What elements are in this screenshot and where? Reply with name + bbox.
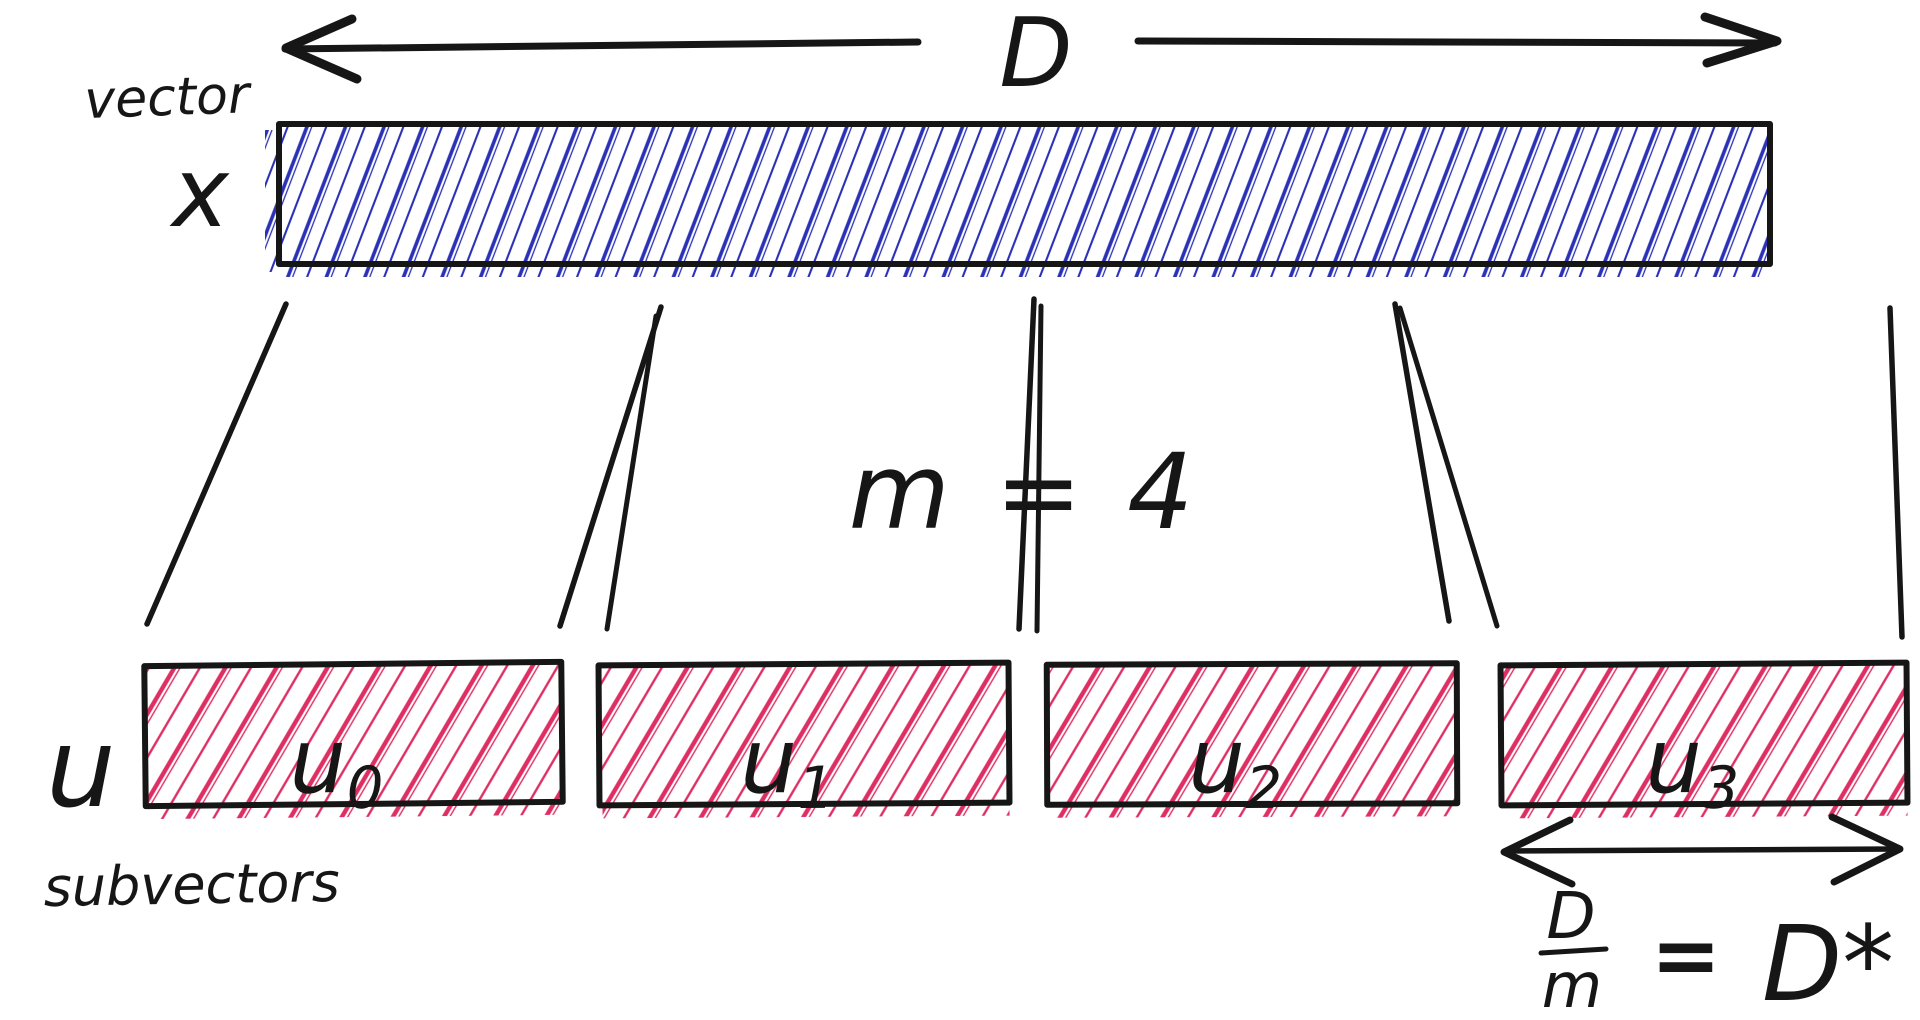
subvector-label-subscript: 0: [346, 754, 384, 822]
vector-caption: vector: [83, 65, 254, 131]
subvector-rect: [1500, 662, 1908, 806]
split-count-equation: m = 4: [849, 431, 1200, 553]
subvector-label: u3: [1645, 709, 1740, 823]
dimension-fraction: D m: [1538, 880, 1609, 1020]
arrowhead-right-icon: [1828, 813, 1904, 886]
split-line-4b: [1397, 305, 1500, 629]
arrowhead-left-icon: [281, 14, 362, 84]
subvector-rect: [1046, 663, 1458, 805]
subvector-rect-border: [141, 658, 566, 810]
fraction-numerator: D: [1546, 880, 1595, 954]
subvector-label-subscript: 2: [1245, 754, 1282, 822]
arrow-shaft: [1502, 846, 1901, 854]
split-line-2b: [604, 313, 659, 632]
subvectors-caption: subvectors: [43, 851, 340, 919]
subvector-label-base: u: [1188, 709, 1245, 814]
arrowhead-left-icon: [1500, 816, 1576, 888]
vector-rect: [279, 124, 1770, 264]
split-line-2a: [557, 304, 664, 629]
subvector-rect-border: [1043, 660, 1461, 808]
fraction-denominator: m: [1542, 949, 1602, 1020]
equals-sign: =: [1651, 906, 1721, 1004]
vector-symbol: x: [169, 137, 230, 249]
arrowhead-right-icon: [1700, 12, 1782, 68]
split-line-3a: [1016, 296, 1037, 632]
subvector-rect-border: [1497, 659, 1911, 809]
subvector-box-u2: u2: [1043, 660, 1461, 822]
dimension-result: D*: [1762, 903, 1894, 1020]
subvector-box-u0: u0: [141, 658, 566, 823]
subvector-box-u1: u1: [595, 659, 1013, 823]
split-lines: [144, 296, 1905, 640]
subvector-label-base: u: [1645, 709, 1703, 814]
vector-hatch-overshoot-left: [265, 130, 279, 272]
subvector-dimension-annotation: D m = D*: [1500, 813, 1904, 1020]
subvector-rect-border: [595, 659, 1013, 809]
subvector-rect: [144, 661, 563, 807]
split-line-1: [144, 301, 289, 627]
dimension-arrow-top: D: [281, 0, 1782, 109]
arrow-shaft-right-segment: [1134, 37, 1779, 47]
split-line-5: [1887, 305, 1905, 640]
dimension-label: D: [999, 0, 1072, 109]
arrow-shaft-left-segment: [281, 38, 922, 53]
subvector-label-base: u: [740, 709, 798, 814]
vector-rect-border: [276, 121, 1773, 267]
subvector-label: u1: [740, 709, 835, 823]
vector-hatch-overshoot-bottom: [279, 264, 1770, 277]
vector-row: vector x: [83, 65, 1773, 277]
split-line-4a: [1392, 301, 1452, 624]
subvector-label-subscript: 1: [797, 754, 834, 822]
subvectors-row: u subvectors u0 u1 u2 u3: [43, 658, 1911, 919]
split-line-3b: [1034, 303, 1044, 634]
subvector-label: u0: [289, 709, 384, 823]
subvector-box-u3: u3: [1497, 659, 1911, 823]
subvector-label: u2: [1188, 709, 1282, 822]
subvector-rect: [598, 662, 1010, 806]
fraction-bar: [1538, 946, 1609, 956]
subvector-symbol: u: [46, 704, 116, 832]
subvector-label-base: u: [289, 709, 347, 815]
subvector-label-subscript: 3: [1702, 754, 1739, 822]
